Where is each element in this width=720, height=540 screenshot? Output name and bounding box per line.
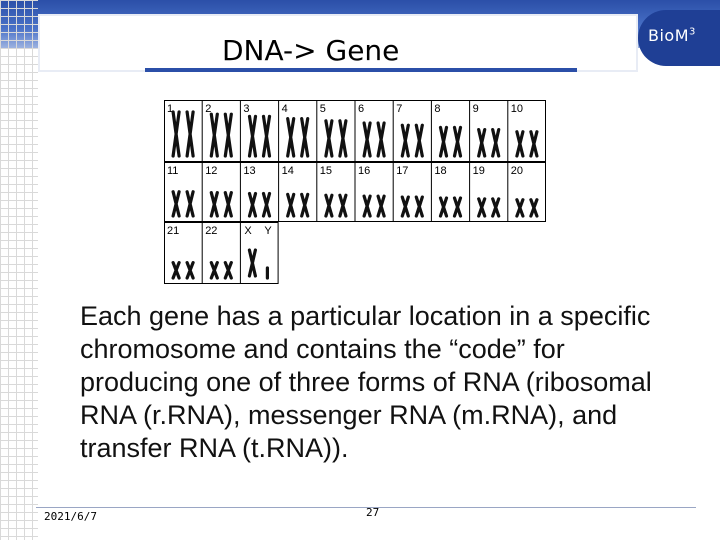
chromosome	[223, 112, 233, 158]
chromosome-label: Y	[264, 225, 272, 237]
title-underline	[145, 68, 577, 72]
chromosome-label: 7	[396, 103, 402, 115]
chromosome	[300, 117, 310, 158]
logo-badge	[638, 10, 720, 66]
chromosome-label: 22	[205, 225, 217, 237]
grid-decoration	[0, 0, 38, 540]
chromosome	[261, 114, 272, 158]
chromosome	[515, 198, 525, 218]
chromosome	[185, 261, 195, 280]
chromosome-label: 16	[358, 165, 370, 177]
footer-date: 2021/6/7	[44, 510, 97, 523]
chromosome	[376, 194, 386, 218]
chromosome	[515, 130, 525, 158]
chromosome	[362, 121, 372, 158]
chromosome	[438, 196, 449, 218]
chromosome	[477, 197, 487, 218]
chromosome-label: 4	[282, 103, 288, 115]
chromosome-label: 5	[320, 103, 326, 115]
chromosome	[529, 198, 539, 218]
slide-title: DNA-> Gene	[222, 34, 400, 67]
chromosome	[324, 193, 334, 218]
chromosome	[171, 261, 181, 280]
chromosome-label: 19	[473, 165, 485, 177]
chromosome	[414, 195, 424, 218]
body-text: Each gene has a particular location in a…	[80, 301, 652, 463]
chromosome-label: 17	[396, 165, 408, 177]
chromosome	[171, 110, 181, 158]
chromosome	[286, 192, 296, 218]
chromosome	[247, 114, 258, 158]
chromosome	[414, 123, 424, 158]
chromosome	[491, 128, 501, 158]
logo: BioM3	[648, 26, 696, 45]
footer-divider	[36, 507, 696, 508]
title-box	[38, 14, 638, 72]
chromosome	[338, 119, 348, 158]
chromosome	[362, 194, 372, 218]
chromosome-x	[247, 248, 257, 278]
chromosome	[286, 117, 296, 158]
chromosome	[209, 112, 219, 158]
chromosome	[376, 121, 386, 158]
chromosome-label: 1	[167, 103, 173, 115]
chromosome-label: 8	[434, 103, 440, 115]
chromosome-label: 12	[205, 165, 217, 177]
chromosome-label: 15	[320, 165, 332, 177]
chromosome-label: 6	[358, 103, 364, 115]
chromosome	[171, 190, 181, 218]
chromosome-label: X	[244, 225, 252, 237]
chromosome-label: 9	[473, 103, 479, 115]
chromosome	[529, 130, 539, 158]
chromosome-label: 2	[205, 103, 211, 115]
chromosome	[209, 191, 219, 218]
chromosome	[491, 197, 501, 218]
chromosome-label: 18	[434, 165, 446, 177]
chromosome	[261, 191, 272, 218]
chromosome-label: 20	[511, 165, 523, 177]
chromosome	[452, 125, 463, 158]
chromosome	[452, 196, 463, 218]
chromosome	[247, 191, 258, 218]
chromosome	[223, 191, 233, 218]
chromosome	[324, 119, 334, 158]
chromosome	[185, 110, 195, 158]
chromosome	[185, 190, 195, 218]
chromosome-label: 14	[282, 165, 294, 177]
chromosome-label: 13	[243, 165, 255, 177]
chromosome-label: 21	[167, 225, 179, 237]
chromosome	[209, 261, 219, 280]
chromosome	[338, 193, 348, 218]
chromosome	[477, 128, 487, 158]
logo-text: BioM	[648, 26, 690, 45]
logo-superscript: 3	[689, 26, 696, 38]
chromosome-label: 10	[511, 103, 523, 115]
chromosome	[223, 261, 233, 280]
chromosome-label: 3	[243, 103, 249, 115]
chromosome	[400, 195, 410, 218]
chromosome	[300, 192, 310, 218]
chromosome	[400, 123, 410, 158]
chromosome	[438, 125, 449, 158]
page-number: 27	[366, 506, 380, 519]
karyotype-row-border	[164, 222, 279, 284]
chromosome-label: 11	[167, 165, 178, 177]
